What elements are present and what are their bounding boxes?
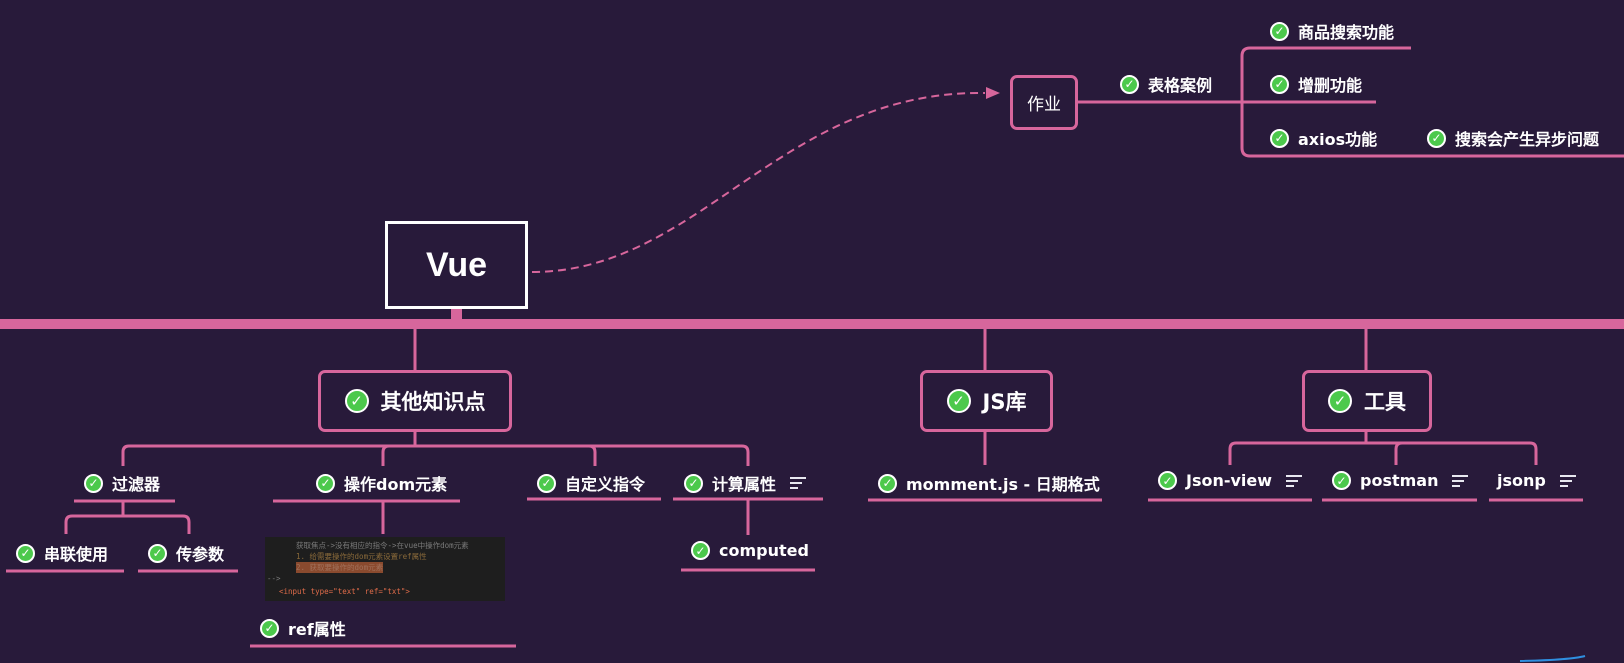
notes-icon[interactable] (1559, 472, 1576, 490)
node-label: Json-view (1186, 471, 1273, 490)
product-search-node[interactable]: ✓ 商品搜索功能 (1270, 19, 1394, 43)
check-icon: ✓ (691, 541, 710, 560)
check-icon: ✓ (260, 618, 279, 638)
code-line: 获取焦点->没有相应的指令->在vue中操作dom元素 (296, 541, 469, 550)
add-delete-node[interactable]: ✓ 增删功能 (1270, 72, 1362, 96)
node-label: 工具 (1364, 390, 1406, 414)
other-knowledge-node[interactable]: ✓ 其他知识点 (318, 370, 512, 432)
node-label: ref属性 (288, 620, 346, 639)
check-icon: ✓ (1158, 471, 1177, 490)
check-icon: ✓ (1332, 471, 1351, 490)
check-icon: ✓ (1120, 74, 1139, 94)
check-icon: ✓ (344, 389, 369, 413)
pass-params-node[interactable]: ✓ 传参数 (148, 541, 224, 565)
root-label: Vue (425, 245, 488, 284)
code-line: --> (267, 574, 281, 583)
check-icon: ✓ (316, 473, 335, 493)
code-line: 2. 获取要操作的dom元素 (296, 562, 384, 573)
jsonp-node[interactable]: jsonp (1497, 471, 1576, 490)
tools-node[interactable]: ✓ 工具 (1302, 370, 1432, 432)
ref-attr-node[interactable]: ✓ ref属性 (260, 616, 346, 640)
check-icon: ✓ (1270, 21, 1289, 41)
check-icon: ✓ (946, 389, 971, 413)
postman-node[interactable]: ✓ postman (1332, 471, 1469, 490)
node-label: 增删功能 (1298, 76, 1363, 95)
root-node[interactable]: Vue (385, 221, 528, 309)
js-lib-node[interactable]: ✓ JS库 (920, 370, 1053, 432)
node-label: 搜索会产生异步问题 (1455, 130, 1600, 149)
node-label: 串联使用 (44, 545, 109, 564)
notes-icon[interactable] (1286, 472, 1303, 490)
dom-operation-node[interactable]: ✓ 操作dom元素 (316, 471, 447, 495)
notes-icon[interactable] (1452, 472, 1469, 490)
node-label: momment.js - 日期格式 (906, 475, 1100, 494)
node-label: jsonp (1497, 471, 1546, 490)
node-label: postman (1360, 471, 1439, 490)
node-label: computed (719, 541, 809, 560)
check-icon: ✓ (537, 473, 556, 493)
check-icon: ✓ (878, 473, 897, 493)
node-label: 传参数 (176, 545, 225, 564)
custom-directive-node[interactable]: ✓ 自定义指令 (537, 471, 645, 495)
notes-icon[interactable] (790, 474, 807, 492)
check-icon: ✓ (1328, 389, 1352, 413)
table-case-node[interactable]: ✓ 表格案例 (1120, 72, 1212, 96)
node-label: 过滤器 (112, 475, 161, 494)
node-label: 其他知识点 (380, 390, 486, 414)
homework-node[interactable]: 作业 (1010, 75, 1078, 130)
computed-prop-node[interactable]: ✓ 计算属性 (684, 471, 807, 495)
node-label: axios功能 (1298, 130, 1378, 149)
momentjs-node[interactable]: ✓ momment.js - 日期格式 (878, 471, 1100, 495)
node-label: 计算属性 (712, 475, 777, 494)
async-issue-node[interactable]: ✓ 搜索会产生异步问题 (1427, 126, 1599, 150)
filter-node[interactable]: ✓ 过滤器 (84, 471, 160, 495)
node-label: 表格案例 (1148, 76, 1213, 95)
check-icon: ✓ (1270, 128, 1289, 148)
check-icon: ✓ (148, 543, 167, 563)
computed-node[interactable]: ✓ computed (691, 541, 809, 560)
code-line: 1. 给需要操作的dom元素设置ref属性 (296, 552, 427, 561)
check-icon: ✓ (16, 543, 35, 563)
node-label: 自定义指令 (565, 475, 646, 494)
homework-label: 作业 (1027, 95, 1061, 115)
json-view-node[interactable]: ✓ Json-view (1158, 471, 1303, 490)
check-icon: ✓ (1427, 128, 1446, 148)
check-icon: ✓ (684, 473, 703, 493)
node-label: 操作dom元素 (344, 475, 448, 494)
axios-node[interactable]: ✓ axios功能 (1270, 126, 1377, 150)
code-line: <input type="text" ref="txt"> (279, 587, 410, 596)
check-icon: ✓ (1270, 74, 1289, 94)
chain-use-node[interactable]: ✓ 串联使用 (16, 541, 108, 565)
node-label: 商品搜索功能 (1298, 23, 1395, 42)
code-screenshot: 获取焦点->没有相应的指令->在vue中操作dom元素 1. 给需要操作的dom… (265, 537, 505, 601)
check-icon: ✓ (84, 473, 103, 493)
node-label: JS库 (982, 390, 1027, 414)
